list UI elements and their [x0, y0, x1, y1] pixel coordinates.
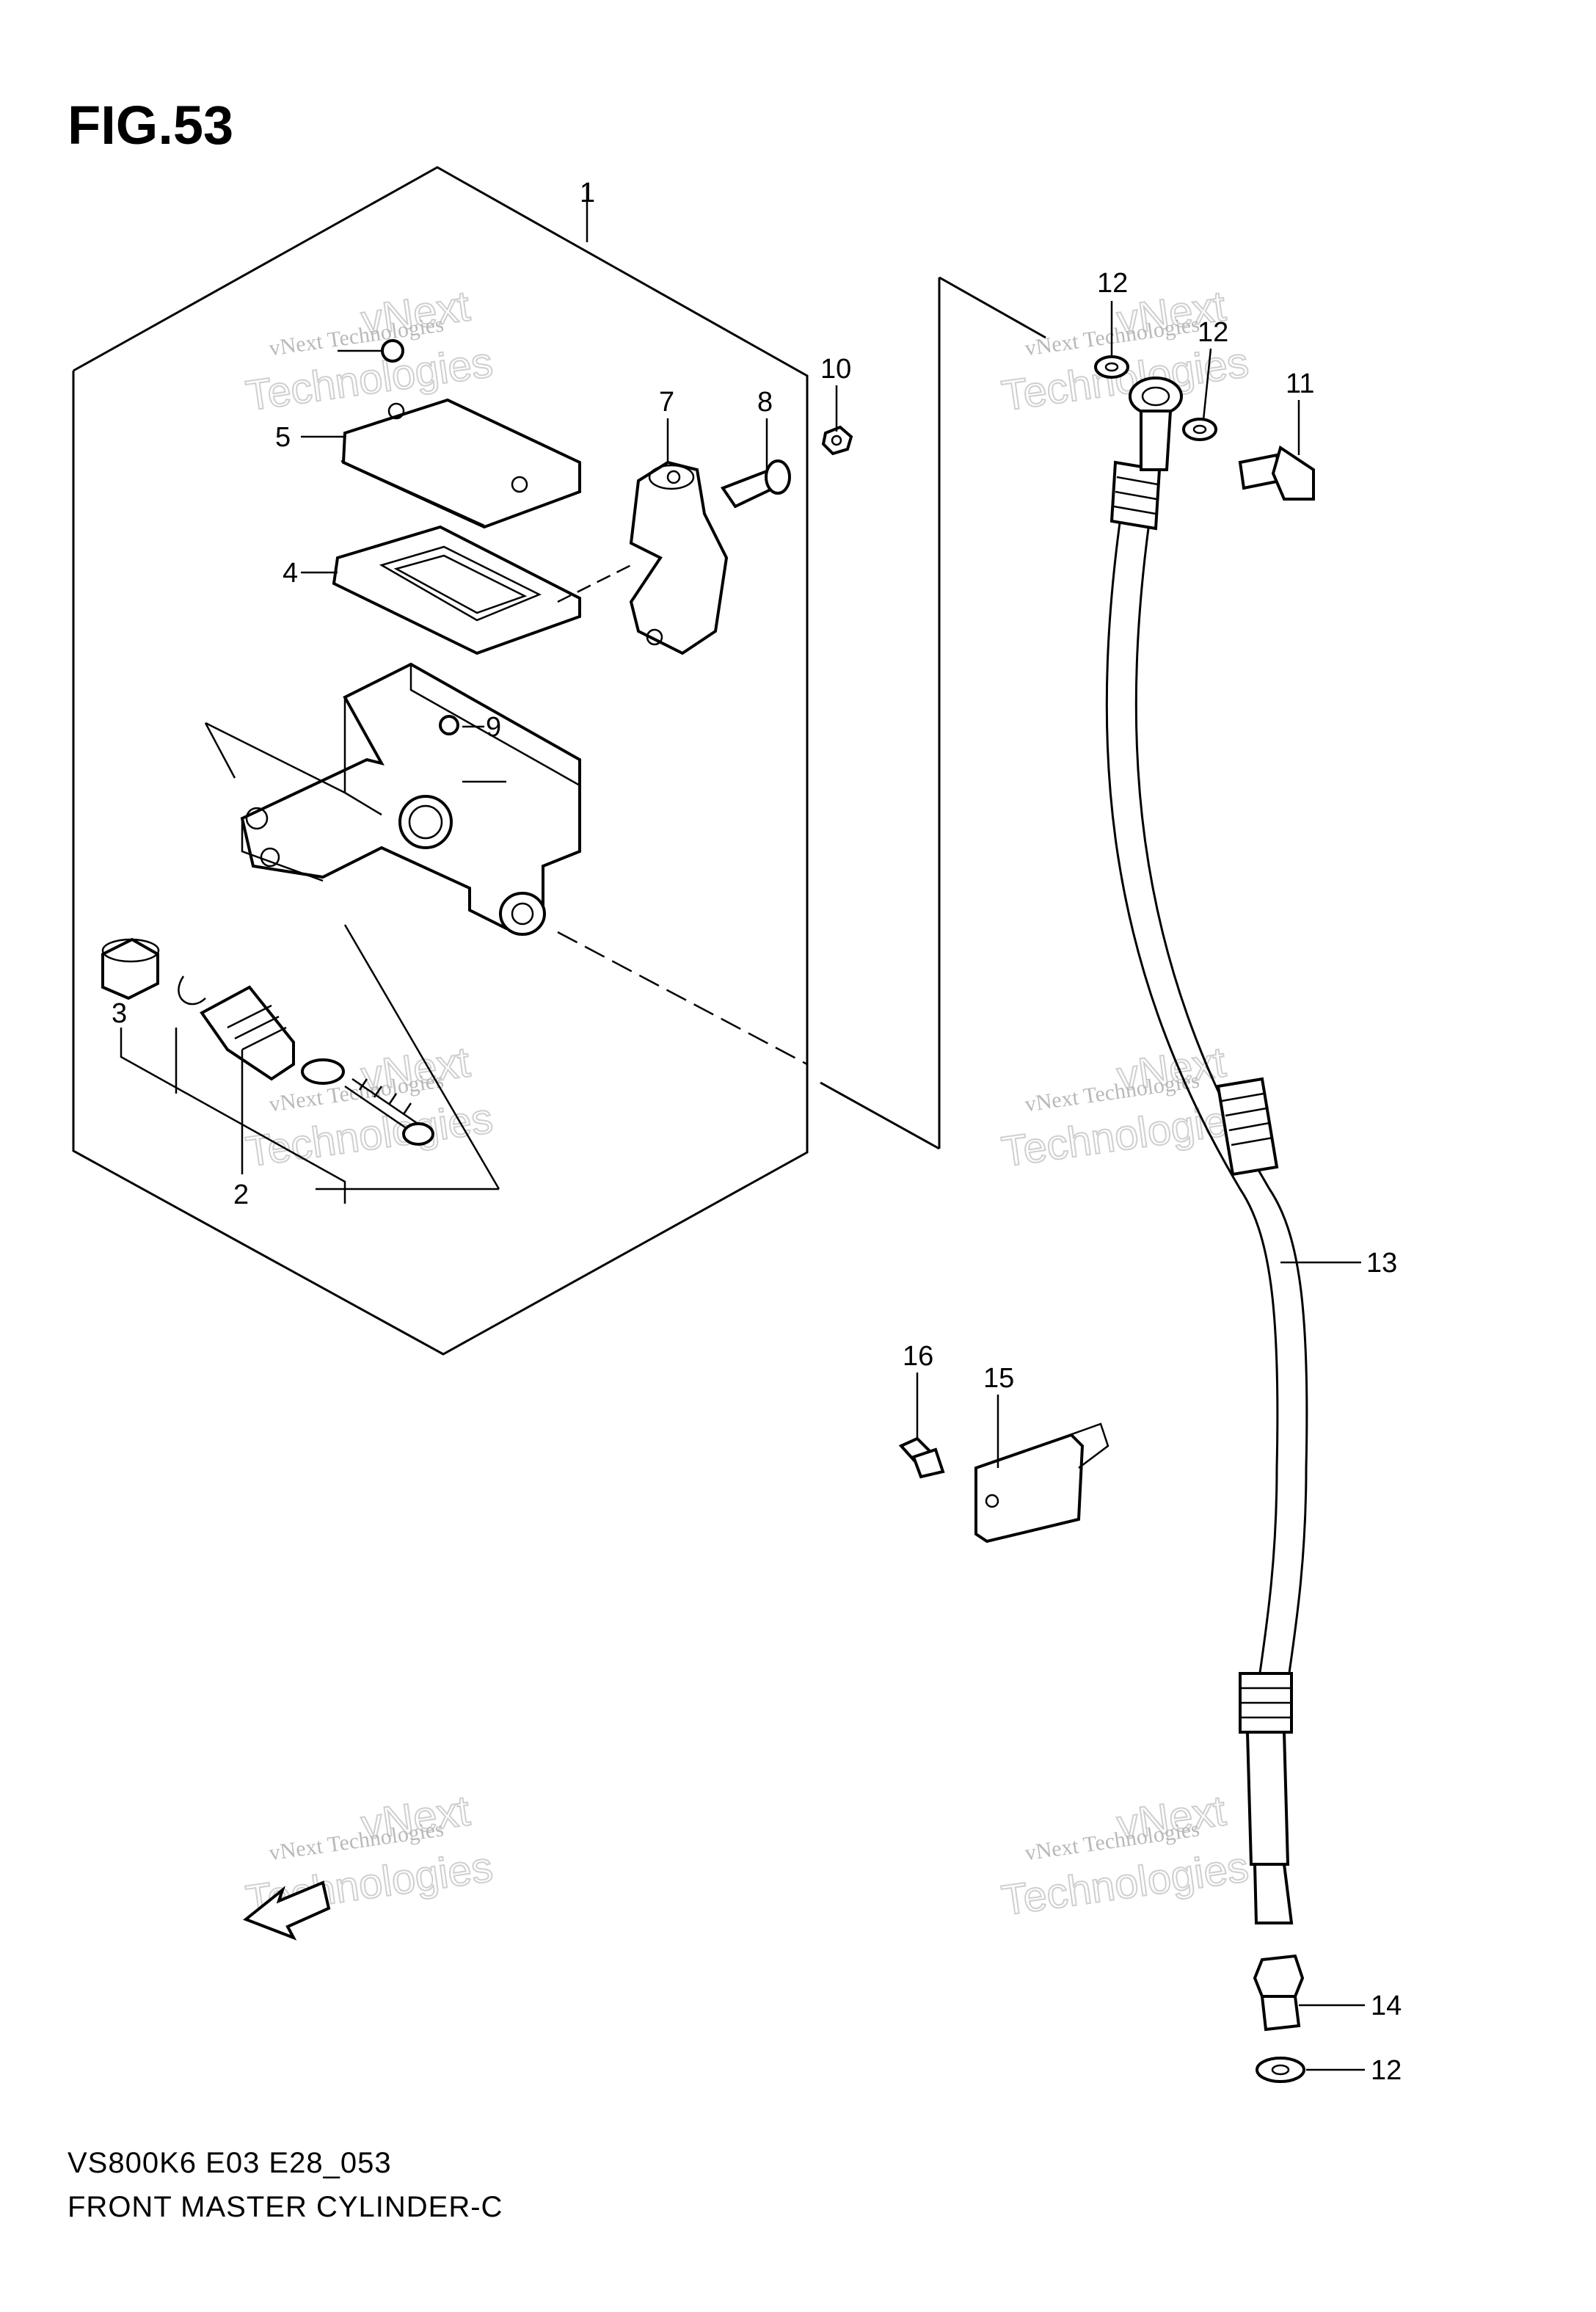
callout-8: 8 [757, 387, 773, 418]
washer-12-top-right [1182, 418, 1217, 441]
bolt-16 [898, 1436, 945, 1479]
model-code: VS800K6 E03 E28_053 [68, 2147, 392, 2179]
callout-12a: 12 [1097, 268, 1128, 299]
callout-5: 5 [275, 422, 291, 453]
washer-12-top-left [1094, 355, 1129, 379]
plug-9 [439, 715, 459, 735]
callout-2: 2 [233, 1179, 249, 1210]
clamp-bolt [720, 459, 791, 509]
callout-4: 4 [283, 558, 298, 589]
callout-1: 1 [580, 178, 595, 208]
callout-10: 10 [820, 354, 851, 385]
callout-13: 13 [1366, 1248, 1397, 1279]
callout-15: 15 [983, 1363, 1014, 1394]
piston-kit [101, 937, 434, 1146]
callout-7: 7 [659, 387, 674, 418]
fitting-14 [1253, 1954, 1305, 2032]
kit-bracket [120, 1028, 346, 1204]
diaphragm [332, 525, 581, 655]
watermark-2: Technologies vNext vNext Technologies [998, 281, 1252, 421]
callout-12b: 12 [1198, 317, 1228, 348]
brake-hose [1105, 460, 1308, 1924]
hose-clamp-15 [974, 1422, 1109, 1544]
banjo-fitting [1129, 377, 1183, 471]
callout-14: 14 [1371, 1991, 1402, 2021]
washer-12-bottom [1256, 2057, 1305, 2083]
figure-title: FIG.53 [68, 95, 234, 156]
leader-lines [301, 301, 1365, 2071]
nut-10 [821, 425, 853, 456]
reservoir-cap [340, 398, 581, 529]
master-cylinder-body [240, 662, 581, 936]
assembly-box [72, 166, 809, 1356]
callouts: 1 5 4 7 8 10 9 3 2 12 12 11 13 16 15 14 … [112, 178, 1402, 2086]
figure-caption: FRONT MASTER CYLINDER-C [68, 2191, 503, 2223]
callout-16: 16 [903, 1341, 933, 1372]
lever-plane [204, 721, 808, 1190]
watermark-6: Technologies vNext vNext Technologies [998, 1786, 1252, 1925]
handlebar-clamp [557, 460, 729, 655]
callout-12c: 12 [1371, 2055, 1402, 2086]
front-arrow-icon [243, 1880, 331, 1941]
union-bolt-11 [1238, 445, 1315, 501]
watermark-4: Technologies vNext vNext Technologies [998, 1037, 1252, 1177]
mounting-plane [820, 276, 1046, 1150]
callout-9: 9 [486, 712, 501, 743]
cap-screw [338, 339, 404, 363]
callout-11: 11 [1286, 368, 1314, 399]
callout-3: 3 [112, 998, 127, 1029]
